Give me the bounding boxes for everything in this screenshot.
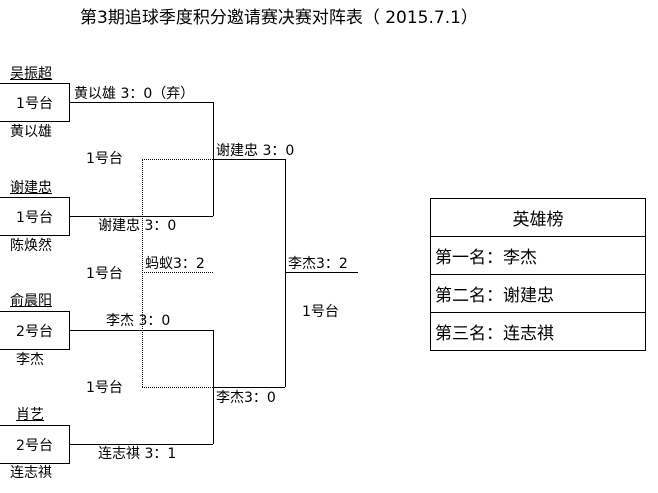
bracket-line — [213, 159, 285, 160]
table-label: 1号台 — [86, 380, 123, 396]
match-result: 李杰 3：0 — [106, 313, 171, 329]
bracket-line — [69, 444, 213, 445]
page-title: 第3期追球季度积分邀请赛决赛对阵表（ 2015.7.1） — [80, 8, 478, 28]
hero-row: 第二名：谢建忠 — [431, 274, 645, 312]
player-name: 俞晨阳 — [10, 293, 52, 309]
hero-board: 英雄榜 第一名：李杰 第二名：谢建忠 第三名：连志祺 — [430, 198, 646, 351]
player-name: 陈焕然 — [10, 238, 52, 254]
match-result: 谢建忠 3：0 — [216, 143, 295, 159]
match-result: 黄以雄 3：0（弃） — [74, 86, 195, 102]
player-name: 谢建忠 — [10, 180, 52, 196]
hero-row: 第三名：连志祺 — [431, 312, 645, 350]
table-label: 1号台 — [302, 304, 339, 320]
table-label: 1号台 — [86, 266, 123, 282]
third-place-line — [142, 159, 213, 160]
third-place-result: 蚂蚁3：2 — [145, 256, 205, 272]
bracket-line — [69, 330, 213, 331]
player-name: 连志祺 — [10, 465, 52, 481]
hero-row: 第一名：李杰 — [431, 236, 645, 274]
match-result: 连志祺 3：1 — [98, 446, 177, 462]
match-result: 李杰3：0 — [216, 390, 276, 406]
player-name: 吴振超 — [10, 66, 52, 82]
bracket-line — [69, 216, 213, 217]
third-place-line — [142, 272, 213, 273]
final-result: 李杰3：2 — [288, 256, 348, 272]
player-name: 黄以雄 — [10, 124, 52, 140]
third-place-line — [142, 159, 143, 387]
third-place-line — [142, 387, 213, 388]
hero-title: 英雄榜 — [512, 210, 564, 230]
player-name: 肖艺 — [16, 407, 44, 423]
bracket-line — [69, 102, 213, 103]
bracket-line — [213, 387, 285, 388]
table-box: 1号台 — [0, 197, 70, 236]
table-box: 2号台 — [0, 311, 70, 350]
table-box: 2号台 — [0, 425, 70, 464]
player-name: 李杰 — [16, 352, 44, 368]
table-label: 1号台 — [86, 151, 123, 167]
bracket-line — [285, 159, 286, 387]
table-box: 1号台 — [0, 83, 70, 122]
match-result: 谢建忠 3：0 — [98, 218, 177, 234]
bracket-line — [285, 272, 358, 273]
